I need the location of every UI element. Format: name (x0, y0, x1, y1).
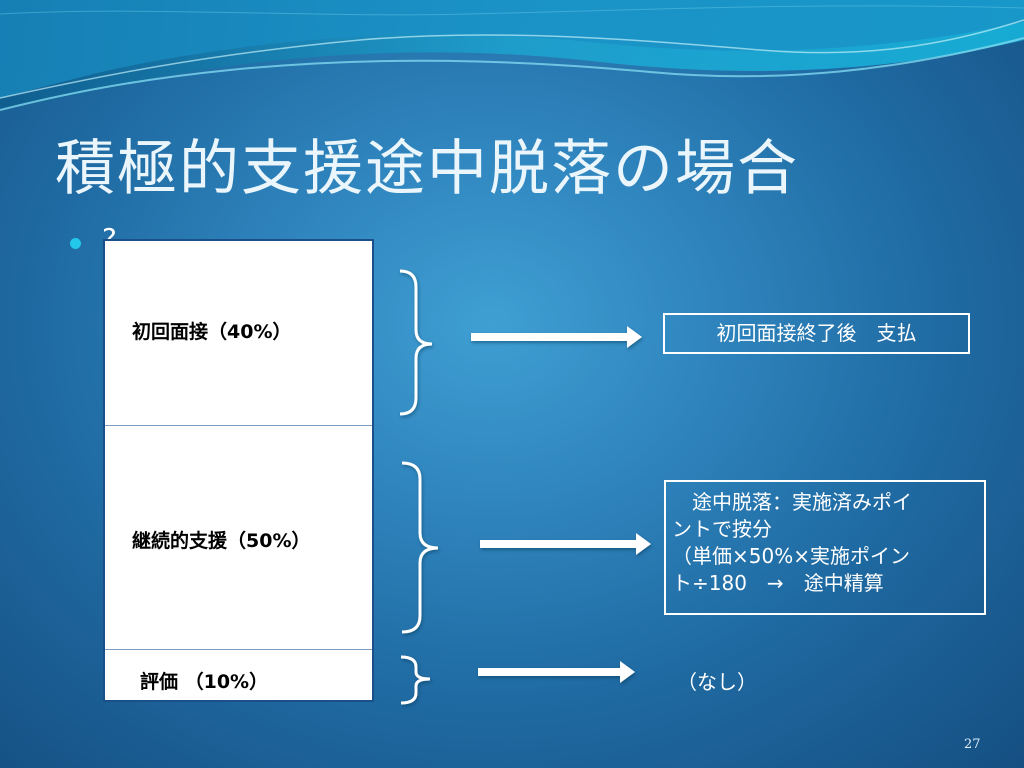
outcome-continuous-line-3: （単価×50%×実施ポイン (672, 544, 910, 568)
segment-initial-interview-label: 初回面接（40%） (132, 321, 292, 343)
brace-initial (399, 269, 433, 416)
segment-continuous-support-label: 継続的支援（50%） (132, 530, 311, 552)
arrow-initial-shaft (471, 333, 629, 341)
segment-continuous-support: 継続的支援（50%） (105, 426, 372, 650)
bullet-dot (70, 238, 81, 249)
brace-evaluation (400, 655, 431, 705)
outcome-continuous-line-4: ト÷180 → 途中精算 (672, 571, 884, 595)
outcome-evaluation-text: （なし） (677, 670, 757, 694)
header-wave-decoration (0, 0, 1024, 111)
slide-title: 積極的支援途中脱落の場合 (55, 134, 799, 204)
arrow-continuous-shaft (480, 540, 638, 548)
page-number: 27 (964, 737, 981, 752)
outcome-continuous-line-1: 途中脱落：実施済みポイ (672, 490, 912, 514)
payment-breakdown-stack: 初回面接（40%） 継続的支援（50%） 評価 （10%） (103, 239, 374, 702)
segment-evaluation-label: 評価 （10%） (140, 671, 269, 693)
outcome-initial-box: 初回面接終了後 支払 (663, 313, 970, 354)
brace-continuous (401, 461, 439, 634)
segment-initial-interview: 初回面接（40%） (105, 241, 372, 426)
arrow-evaluation-shaft (478, 668, 622, 676)
arrow-initial-head (627, 326, 642, 348)
outcome-continuous-line-2: ントで按分 (672, 517, 772, 541)
outcome-continuous-box: 途中脱落：実施済みポイ ントで按分 （単価×50%×実施ポイン ト÷180 → … (664, 480, 986, 615)
segment-evaluation: 評価 （10%） (105, 650, 372, 702)
arrow-continuous-head (636, 533, 651, 555)
arrow-evaluation-head (620, 661, 635, 683)
